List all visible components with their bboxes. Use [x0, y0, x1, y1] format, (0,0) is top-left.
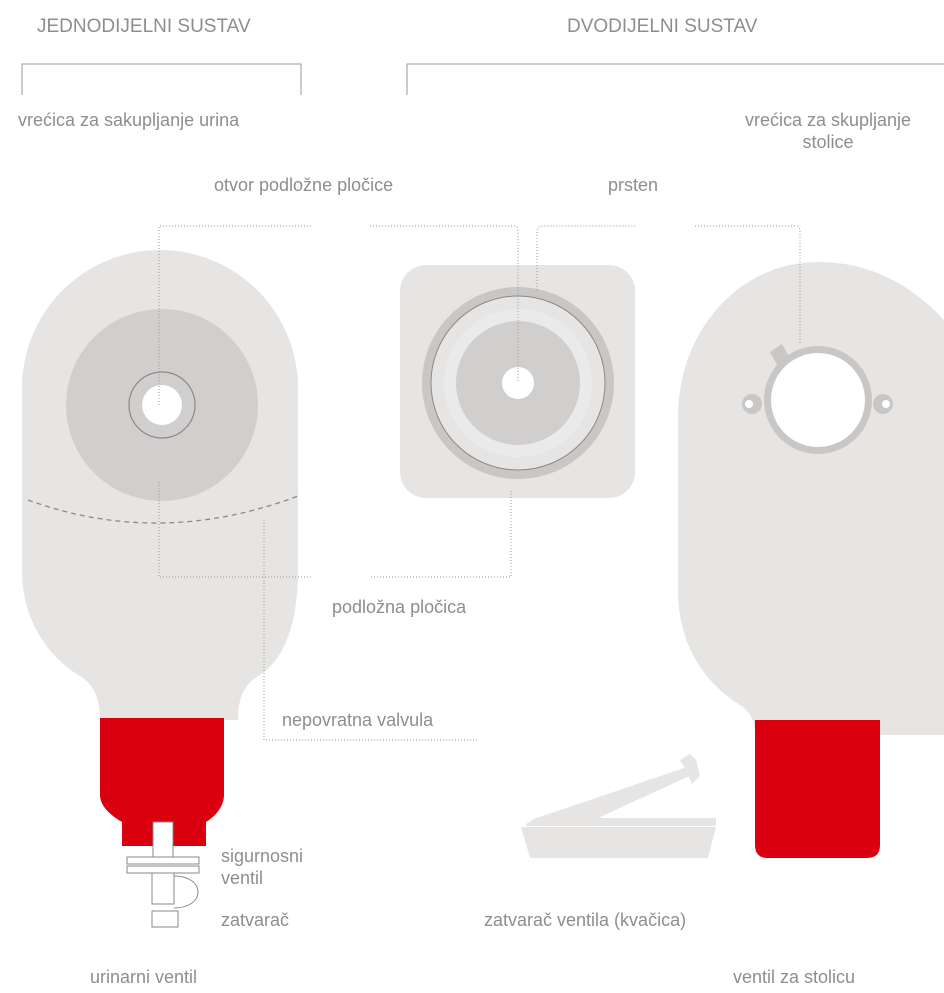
label-safety-valve-line2: ventil — [221, 868, 264, 888]
label-cap: zatvarač — [221, 910, 290, 930]
label-safety-valve: sigurnosni ventil — [221, 845, 303, 889]
safety-valve-outline — [126, 821, 200, 928]
heading-two-piece-system: DVODIJELNI SUSTAV — [567, 16, 758, 37]
valve-clip-lid — [526, 766, 716, 826]
heading-single-system: JEDNODIJELNI SUSTAV — [37, 16, 251, 37]
ring-opening — [771, 353, 865, 447]
leader-baseplate-right — [371, 490, 512, 578]
two-piece-system-bracket — [406, 63, 944, 95]
label-stool-pouch-line2: stolice — [802, 132, 854, 152]
valve-clip-base — [521, 827, 716, 858]
nonreturn-valve-dashed — [27, 495, 299, 524]
leader-nonreturn-valve — [263, 520, 479, 741]
coupling-ring — [742, 344, 893, 454]
single-system-bracket — [21, 63, 302, 95]
urostomy-stoma-ring — [128, 371, 196, 439]
leader-baseplate-opening — [370, 225, 519, 383]
label-stool-valve: ventil za stolicu — [733, 967, 856, 987]
label-stool-pouch-line1: vrećica za skupljanje — [744, 110, 912, 130]
valve-clip-hook — [680, 754, 700, 784]
stool-valve-red — [755, 720, 880, 858]
label-baseplate: podložna pločica — [332, 597, 467, 617]
baseplate-illustration — [400, 265, 635, 498]
stool-pouch-body — [678, 262, 944, 735]
urostomy-pouch — [22, 250, 299, 928]
ring-lug-hole-right — [882, 400, 890, 408]
urostomy-valve-red — [100, 718, 224, 846]
urostomy-stoma-opening — [142, 385, 182, 425]
label-urine-pouch: vrećica za sakupljanje urina — [18, 110, 240, 130]
label-nonreturn-valve: nepovratna valvula — [282, 710, 434, 730]
label-safety-valve-line1: sigurnosni — [221, 846, 304, 866]
label-stool-pouch: vrećica za skupljanje stolice — [712, 109, 944, 153]
valve-clip — [521, 754, 716, 858]
label-valve-clip: zatvarač ventila (kvačica) — [484, 910, 687, 930]
leader-lines — [158, 225, 801, 741]
label-urinary-valve: urinarni ventil — [90, 967, 198, 987]
label-ring: prsten — [608, 175, 659, 195]
baseplate-opening — [502, 367, 534, 399]
label-baseplate-opening: otvor podložne pločice — [214, 175, 394, 195]
ring-lug-hole-left — [745, 400, 753, 408]
leader-stool-ring — [695, 225, 801, 345]
stool-pouch — [678, 262, 944, 858]
